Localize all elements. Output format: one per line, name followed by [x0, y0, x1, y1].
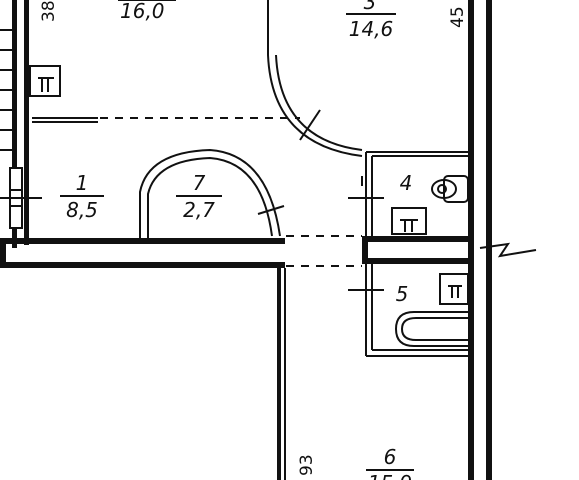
room-1-number: 1	[76, 171, 89, 195]
bathtub-icon	[394, 311, 470, 347]
bath-wall-bottom	[362, 258, 470, 264]
room-6-number: 6	[384, 445, 397, 469]
fixture-top-left	[29, 65, 61, 97]
walls	[0, 0, 492, 480]
room-3-number: 3	[364, 0, 377, 14]
left-outer-wall	[12, 0, 17, 168]
room-7-number: 7	[193, 171, 206, 195]
sink-icon	[391, 207, 427, 235]
thin-lines	[0, 0, 470, 480]
corridor-wall-left	[0, 238, 6, 268]
room-1-area: 8,5	[66, 198, 98, 222]
room-5-number: 5	[396, 282, 409, 306]
fixtures	[29, 65, 470, 347]
toilet-icon	[431, 175, 469, 203]
corridor-wall-bottom	[0, 262, 285, 268]
right-wall-outer	[486, 0, 492, 480]
door-arc-room-7	[139, 148, 281, 238]
dashed-boundaries	[100, 117, 362, 267]
door-arc-room-3	[267, 54, 363, 157]
lower-partition	[277, 268, 281, 480]
bath-wall-top	[362, 236, 470, 242]
room-labels: 16,0 3 14,6 1 8,5 7 2,7 4 5 6 15,9	[60, 0, 414, 480]
room-2-area: 16,0	[120, 0, 165, 23]
room-6-area: 15,9	[368, 471, 413, 480]
right-wall-inner	[468, 0, 474, 480]
bath-wall-left	[362, 236, 368, 264]
room-4-number: 4	[400, 171, 413, 195]
dim-top-left: 38	[39, 0, 59, 22]
room-7-area: 2,7	[183, 198, 215, 222]
door-arcs	[139, 54, 537, 291]
left-inner-wall	[24, 0, 29, 245]
corridor-wall-top	[0, 238, 285, 244]
sink-icon-room-5	[439, 273, 469, 305]
dim-top-right: 45	[448, 6, 468, 28]
dimension-labels: 38 45 93	[39, 0, 468, 476]
dim-bottom-center: 93	[297, 454, 317, 476]
room-3-area: 14,6	[349, 17, 394, 41]
